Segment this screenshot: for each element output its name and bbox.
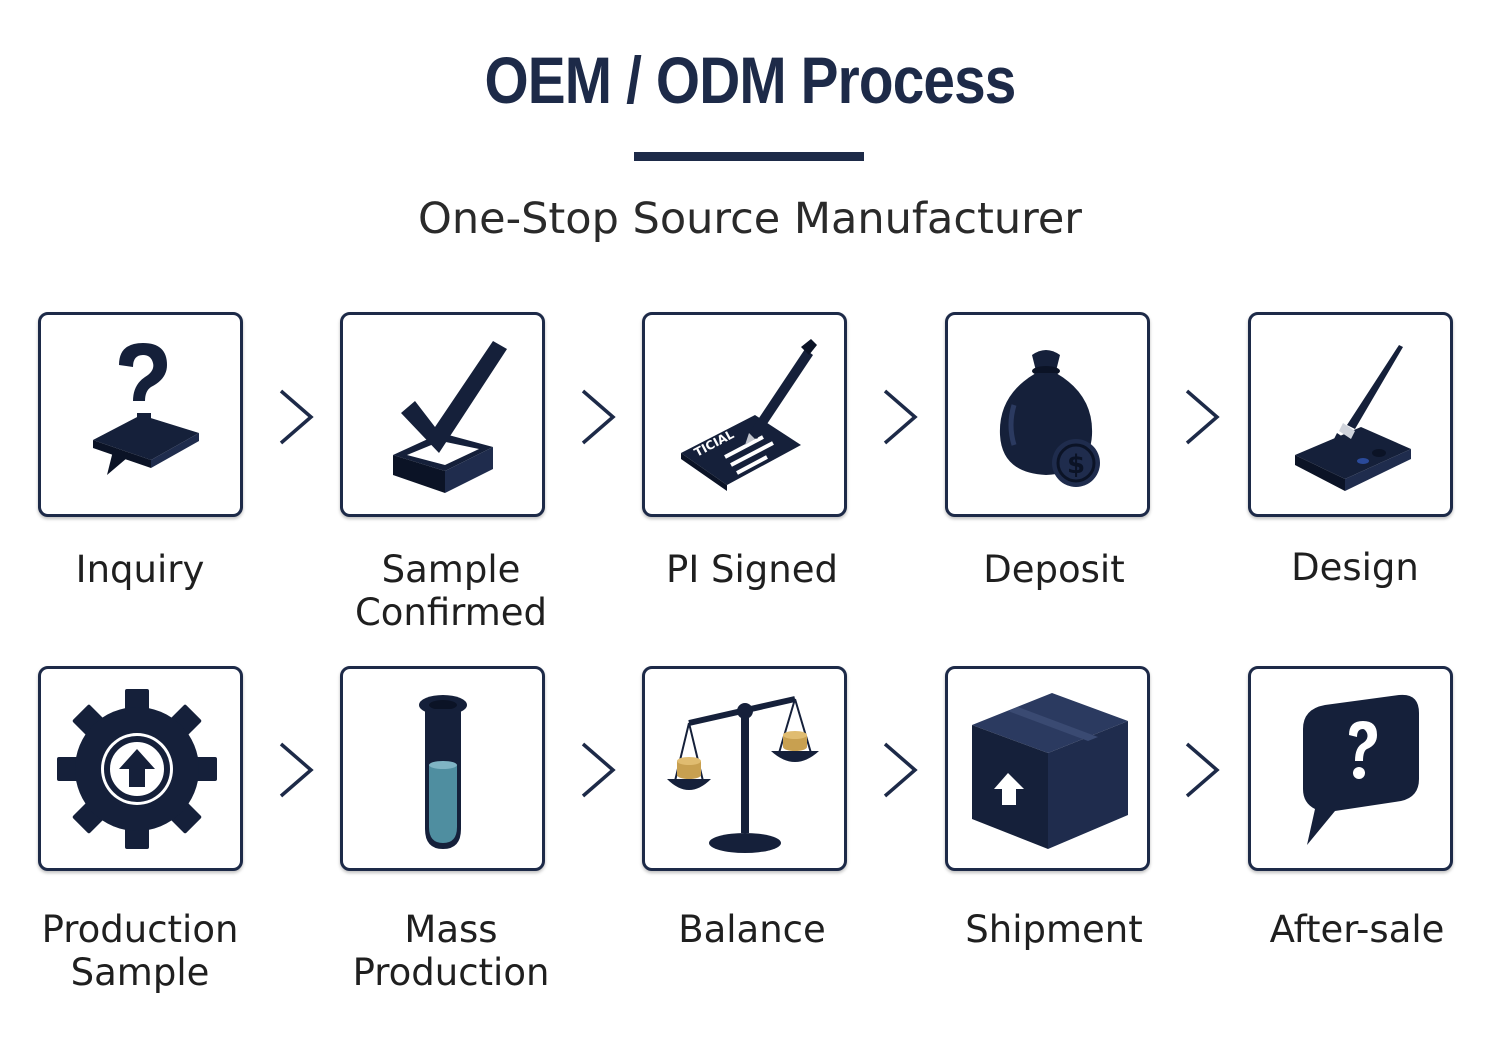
step-label-inquiry: Inquiry — [75, 548, 205, 591]
svg-text:$: $ — [1067, 450, 1085, 480]
paintbrush-palette-icon — [1295, 345, 1411, 491]
flow-arrow — [1183, 740, 1223, 800]
question-chat-icon — [93, 343, 199, 475]
page-subtitle: One-Stop Source Manufacturer — [418, 194, 1082, 244]
step-production-sample-card — [38, 666, 243, 871]
test-tube-icon — [419, 695, 467, 849]
step-after-sale-card — [1248, 666, 1453, 871]
box-icon — [972, 693, 1128, 849]
flow-arrow — [579, 387, 619, 447]
flow-arrow — [881, 387, 921, 447]
flow-arrow — [1183, 387, 1223, 447]
step-label-design: Design — [1291, 546, 1419, 589]
step-label-shipment: Shipment — [965, 908, 1143, 951]
gear-arrow-icon — [57, 689, 217, 849]
flow-arrow — [277, 740, 317, 800]
step-design-card — [1248, 312, 1453, 517]
step-mass-production-card — [340, 666, 545, 871]
step-deposit-card: $ — [945, 312, 1150, 517]
question-bubble-icon — [1303, 694, 1419, 845]
scale-icon — [667, 696, 819, 853]
step-balance-card — [642, 666, 847, 871]
pen-document-icon: TICIAL — [681, 339, 817, 491]
page-title: OEM / ODM Process — [484, 43, 1016, 117]
flow-arrow — [277, 387, 317, 447]
step-inquiry-card — [38, 312, 243, 517]
step-label-deposit: Deposit — [983, 548, 1125, 591]
checkmark-box-icon — [393, 341, 507, 493]
step-label-after-sale: After-sale — [1269, 908, 1445, 951]
step-pi-signed-card: TICIAL — [642, 312, 847, 517]
title-underline — [634, 152, 864, 161]
step-label-pi-signed: PI Signed — [666, 548, 838, 591]
step-sample-confirmed-card — [340, 312, 545, 517]
flow-arrow — [881, 740, 921, 800]
money-bag-icon: $ — [999, 350, 1100, 487]
step-label-balance: Balance — [678, 908, 826, 951]
flow-arrow — [579, 740, 619, 800]
step-shipment-card — [945, 666, 1150, 871]
